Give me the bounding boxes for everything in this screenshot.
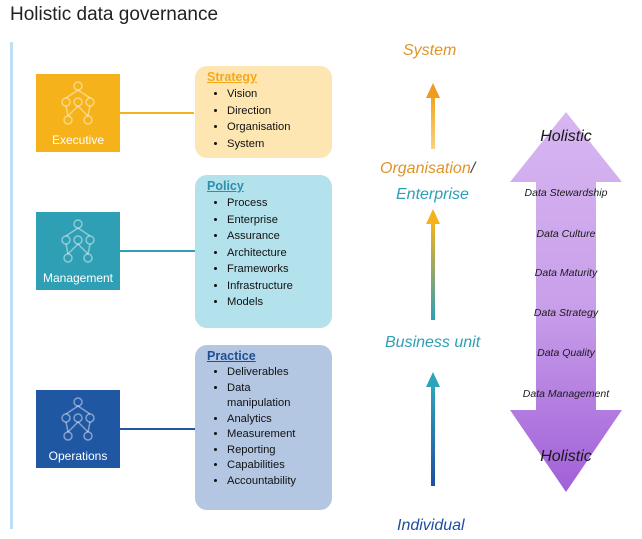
policy-card: Policy Process Enterprise Assurance Arch… xyxy=(195,175,332,328)
list-item: Reporting xyxy=(227,443,320,459)
list-item: Vision xyxy=(227,86,320,103)
network-icon xyxy=(61,397,95,441)
list-item: Enterprise xyxy=(227,212,320,229)
list-item: Direction xyxy=(227,103,320,120)
executive-label: Executive xyxy=(51,133,105,147)
list-item: Infrastructure xyxy=(227,278,320,295)
operations-connector xyxy=(120,428,196,430)
level-organisation: Organisation/ xyxy=(380,160,475,178)
list-item: Organisation xyxy=(227,119,320,136)
holistic-double-arrow xyxy=(510,112,622,492)
operations-label: Operations xyxy=(48,449,108,463)
level-system: System xyxy=(403,42,457,59)
level-business-unit: Business unit xyxy=(385,334,481,351)
list-item: Data manipulation xyxy=(227,381,320,412)
executive-connector xyxy=(120,112,194,114)
strategy-card: Strategy Vision Direction Organisation S… xyxy=(195,66,332,158)
list-item: System xyxy=(227,136,320,153)
up-arrow-business-unit xyxy=(426,372,440,486)
network-icon xyxy=(61,219,95,263)
operations-box: Operations xyxy=(36,390,120,468)
level-slash: / xyxy=(470,160,476,177)
left-divider xyxy=(10,42,13,529)
dimension-data-quality: Data Quality xyxy=(537,347,595,359)
list-item: Architecture xyxy=(227,245,320,262)
list-item-line: Data xyxy=(227,381,251,394)
up-arrow-organisation xyxy=(426,209,440,320)
level-individual: Individual xyxy=(397,517,465,534)
practice-heading: Practice xyxy=(207,349,256,363)
list-item: Deliverables xyxy=(227,365,320,381)
management-label: Management xyxy=(42,271,114,285)
policy-list: Process Enterprise Assurance Architectur… xyxy=(207,195,320,311)
network-icon xyxy=(61,81,95,125)
list-item: Measurement xyxy=(227,427,320,443)
policy-heading: Policy xyxy=(207,179,244,193)
list-item: Assurance xyxy=(227,228,320,245)
list-item: Frameworks xyxy=(227,261,320,278)
practice-card: Practice Deliverables Data manipulation A… xyxy=(195,345,332,510)
list-item-line: manipulation xyxy=(227,397,291,409)
list-item: Accountability xyxy=(227,474,320,490)
strategy-heading: Strategy xyxy=(207,70,258,84)
list-item: Capabilities xyxy=(227,458,320,474)
dimension-data-maturity: Data Maturity xyxy=(534,267,598,279)
executive-box: Executive xyxy=(36,74,120,152)
list-item: Analytics xyxy=(227,412,320,428)
management-connector xyxy=(120,250,196,252)
dimension-data-culture: Data Culture xyxy=(536,228,596,240)
diagram-title: Holistic data governance xyxy=(10,4,219,25)
list-item: Models xyxy=(227,294,320,311)
dimension-data-strategy: Data Strategy xyxy=(533,307,599,319)
level-enterprise: Enterprise xyxy=(396,186,469,203)
up-arrow-system xyxy=(426,83,440,149)
dimension-data-stewardship: Data Stewardship xyxy=(524,187,608,199)
holistic-top-label: Holistic xyxy=(540,128,592,145)
holistic-bottom-label: Holistic xyxy=(540,448,592,465)
management-box: Management xyxy=(36,212,120,290)
list-item: Process xyxy=(227,195,320,212)
dimension-data-management: Data Management xyxy=(522,388,610,400)
level-organisation-label: Organisation xyxy=(380,160,471,177)
strategy-list: Vision Direction Organisation System xyxy=(207,86,320,152)
